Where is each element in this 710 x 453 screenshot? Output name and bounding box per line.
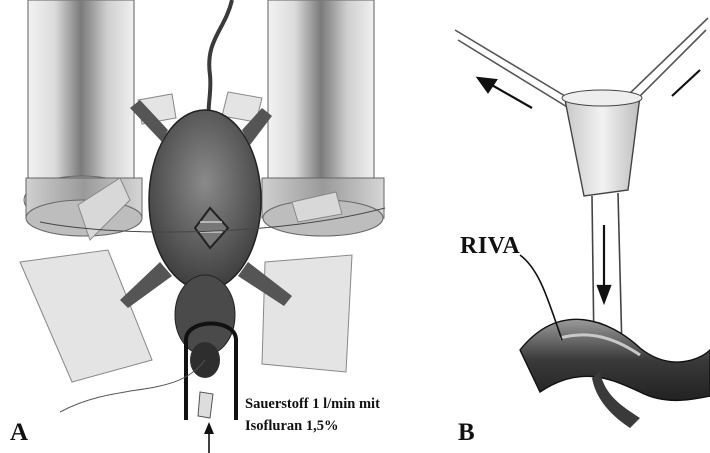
panel-label-a: A xyxy=(10,419,28,447)
heart-vessel-icon xyxy=(520,319,710,428)
arrow-icon xyxy=(204,422,214,453)
vessel-label-riva: RIVA xyxy=(460,233,520,260)
arrow-icon xyxy=(672,70,700,96)
snare-holder-icon xyxy=(562,90,642,350)
arrow-icon xyxy=(478,78,532,108)
gas-caption-line-1: Sauerstoff 1 l/min mit xyxy=(245,396,380,413)
gas-caption-line-2: Isofluran 1,5% xyxy=(245,418,338,435)
arrow-icon xyxy=(598,225,610,302)
panel-label-b: B xyxy=(458,419,475,447)
panel-b xyxy=(455,18,710,428)
panel-a xyxy=(20,0,385,453)
